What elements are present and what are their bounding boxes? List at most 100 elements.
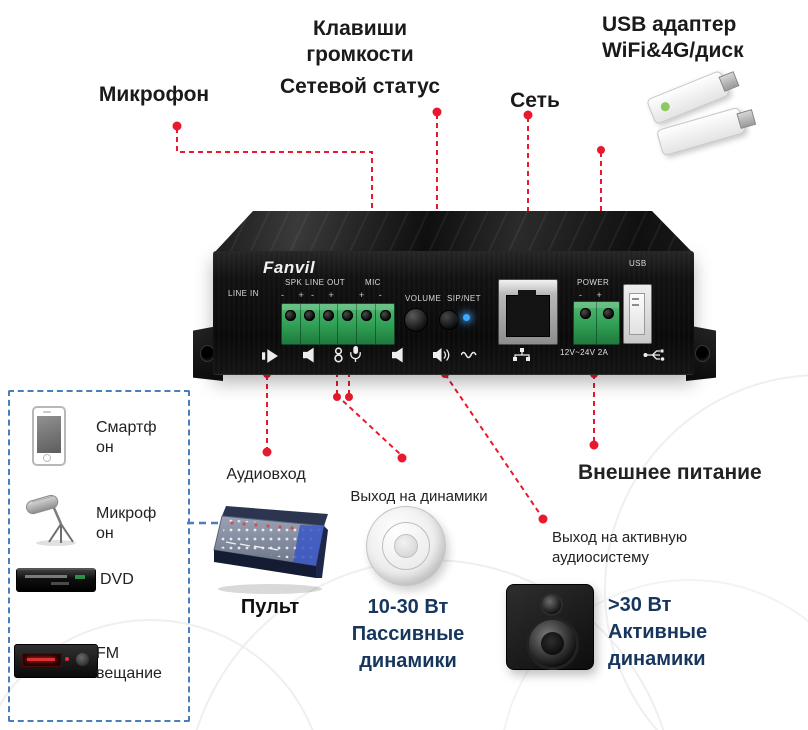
dvd-player-icon xyxy=(16,568,96,592)
speaker-dome xyxy=(394,534,418,558)
mic-icon xyxy=(349,346,362,362)
paging-gateway-device: Fanvil LINE IN SPK LINE OUT MIC - + - + … xyxy=(193,207,716,387)
connector-dot xyxy=(262,447,272,457)
line-out-label: LINE OUT xyxy=(305,278,346,287)
dvd-buttons xyxy=(51,582,69,585)
woofer xyxy=(526,617,579,670)
volume-knob xyxy=(404,308,428,332)
connector-dot xyxy=(172,121,182,131)
connector-dot xyxy=(432,107,442,117)
connector-speaker-output xyxy=(342,400,401,455)
round-button xyxy=(439,310,459,330)
phone-screen xyxy=(37,416,61,453)
connector-dot xyxy=(589,440,599,450)
label-audio-input: Аудиовход xyxy=(226,466,306,483)
wave-icon xyxy=(461,350,477,360)
callout-text: Микрофон xyxy=(98,83,210,106)
spk-lineout-mic-terminal xyxy=(281,303,395,345)
active-speaker-image xyxy=(506,584,594,670)
label-passive-speakers: 10-30 Вт Пассивные динамики xyxy=(338,594,478,675)
phone-home-button xyxy=(43,454,51,462)
audio-sources-box: Смартфон Микрофон DVD xyxy=(8,390,190,722)
callout-text: громкости xyxy=(306,43,414,66)
label-active-speakers: >30 Вт Активные динамики xyxy=(608,592,748,673)
label-text: >30 Вт xyxy=(608,594,672,616)
label-text: Пассивные xyxy=(351,623,465,645)
callout-microphone: Микрофон xyxy=(88,82,220,108)
mic-polarity: + - xyxy=(359,290,388,300)
connector-dot xyxy=(345,393,353,401)
usb-trident-icon xyxy=(643,349,665,361)
spk-polarity: - + xyxy=(281,290,310,300)
line-in-icon xyxy=(262,348,279,364)
callout-text: Сеть xyxy=(510,89,560,112)
label-text: Выход на активную xyxy=(552,529,688,546)
volume-label: VOLUME xyxy=(405,294,442,303)
speaker-icon xyxy=(392,347,409,363)
fm-led xyxy=(65,657,69,661)
source-label-microphone: Микрофон xyxy=(96,505,157,542)
fm-display xyxy=(22,653,62,667)
ethernet-slot xyxy=(506,290,550,337)
tweeter xyxy=(540,593,563,616)
power-label: POWER xyxy=(577,278,610,287)
label-text: 10-30 Вт xyxy=(367,596,449,618)
callout-usb-adapter: USB адаптер WiFi&4G/диск xyxy=(602,12,802,64)
label-text: аудиосистему xyxy=(552,549,650,566)
terminal-screw xyxy=(597,302,619,344)
label-text: динамики xyxy=(359,650,457,672)
usb-plug xyxy=(718,71,740,92)
ceiling-speaker-image xyxy=(366,506,446,586)
source-label-fm: FM вещание xyxy=(96,645,162,682)
terminal-screw xyxy=(301,304,320,344)
power-polarity: - + xyxy=(579,290,608,300)
terminal-screw xyxy=(357,304,377,344)
device-top-face xyxy=(214,211,693,253)
callout-network: Сеть xyxy=(495,88,575,114)
screw-hole xyxy=(695,345,710,362)
device-front-panel: Fanvil LINE IN SPK LINE OUT MIC - + - + … xyxy=(213,251,694,375)
usb-tongue xyxy=(629,293,645,335)
callout-volume-keys-network-status: Клавиши громкости Сетевой статус xyxy=(258,16,462,100)
connector-dot xyxy=(538,514,548,524)
fm-knob xyxy=(76,653,89,666)
phone-earpiece xyxy=(43,411,51,413)
usb-port xyxy=(623,284,652,344)
terminal-screw xyxy=(338,304,358,344)
callout-text: Сетевой статус xyxy=(279,75,441,98)
power-terminal xyxy=(573,301,620,345)
desk-microphone-icon xyxy=(20,490,86,548)
fm-frequency-bar xyxy=(27,658,55,661)
spk-label: SPK xyxy=(285,278,303,287)
loudspeaker-icon xyxy=(433,347,450,363)
line-out-polarity: - + xyxy=(311,290,340,300)
connector-dot xyxy=(397,453,407,463)
callout-text: Клавиши xyxy=(312,17,408,40)
source-label-dvd: DVD xyxy=(100,571,134,588)
label-text: Активные xyxy=(608,621,708,643)
terminal-screw xyxy=(282,304,301,344)
callout-text: USB адаптер xyxy=(602,13,737,36)
speaker-icon xyxy=(303,347,320,363)
fm-receiver-icon xyxy=(14,644,98,678)
mixer-console-image xyxy=(212,500,336,595)
label-active-output: Выход на активную аудиосистему xyxy=(552,528,732,568)
source-label-smartphone: Смартфон xyxy=(96,419,157,456)
terminal-screw xyxy=(376,304,394,344)
sip-net-label: SIP/NET xyxy=(447,294,481,303)
dvd-display xyxy=(75,575,85,579)
label-mixer: Пульт xyxy=(240,596,300,618)
callout-text: WiFi&4G/диск xyxy=(602,39,744,62)
terminal-screw xyxy=(574,302,597,344)
interphone-icon xyxy=(333,347,344,363)
label-external-power: Внешнее питание xyxy=(578,461,762,484)
brand-logo: Fanvil xyxy=(263,258,316,277)
smartphone-icon xyxy=(32,406,66,466)
speaker-ring xyxy=(382,522,430,570)
dongle-logo xyxy=(659,100,672,113)
usb-label: USB xyxy=(629,259,647,268)
disc-slot xyxy=(25,575,67,578)
usb-plug xyxy=(736,109,757,129)
connector-dot xyxy=(597,146,605,154)
